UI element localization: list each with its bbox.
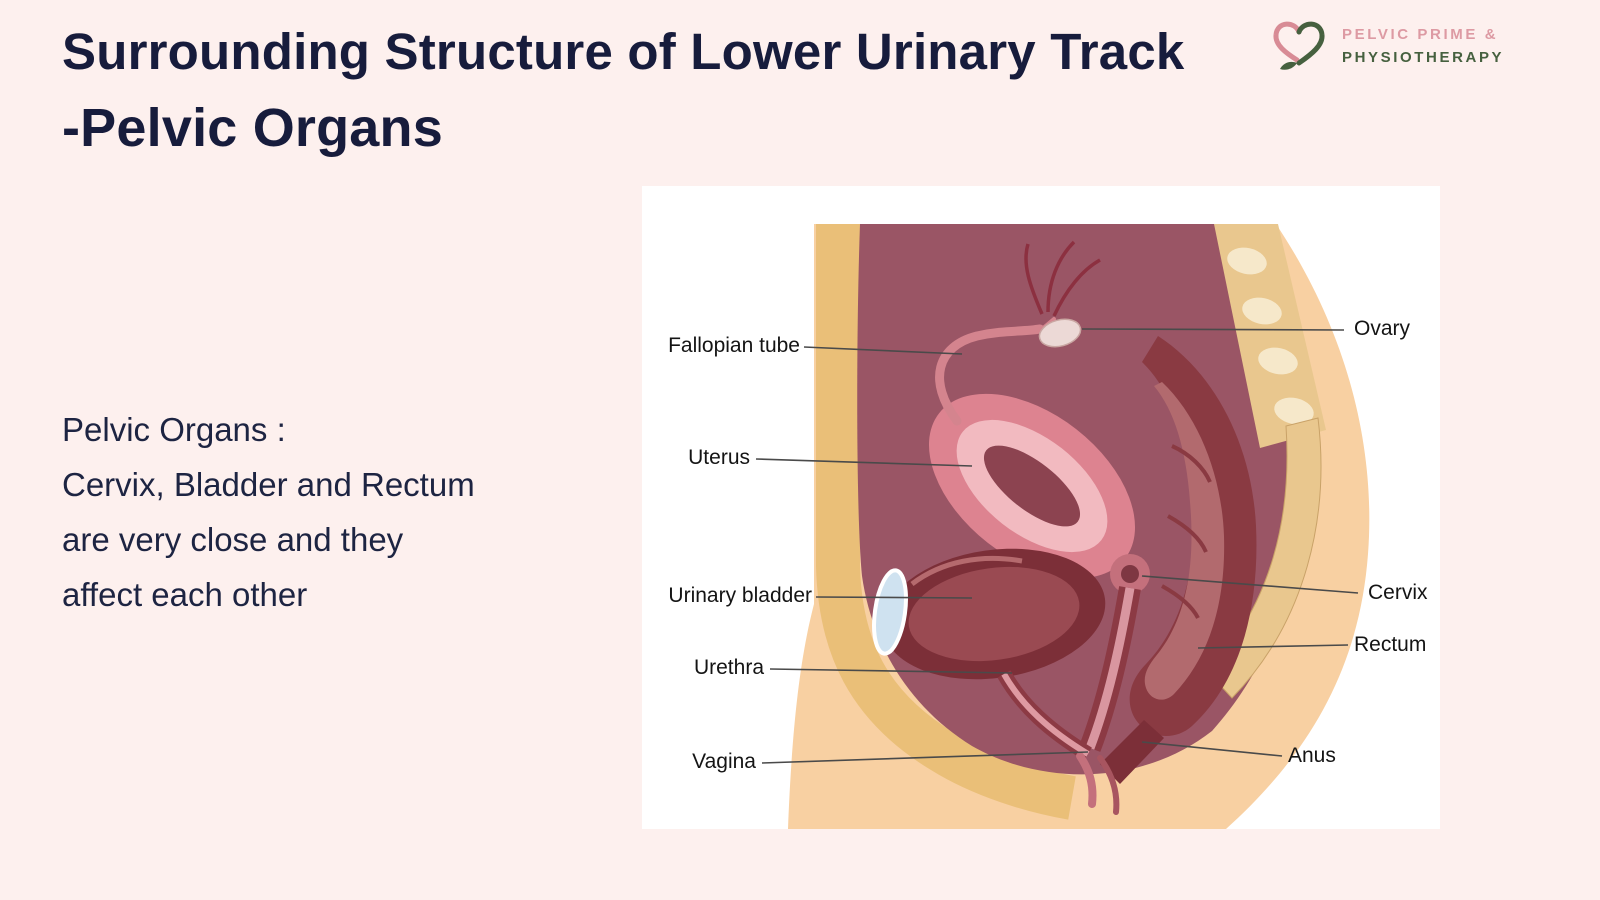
label-urethra: Urethra (693, 656, 764, 679)
anatomy-diagram-panel: Fallopian tube Uterus Urinary bladder Ur… (642, 186, 1440, 829)
body-line: affect each other (62, 576, 308, 613)
body-line: Cervix, Bladder and Rectum (62, 466, 475, 503)
brand-name: PELVIC PRIME & PHYSIOTHERAPY (1342, 23, 1504, 70)
spine-column (1214, 224, 1326, 448)
uterus-shape (928, 393, 1136, 579)
label-fallopian-tube: Fallopian tube (668, 334, 800, 357)
heart-logo-icon (1273, 21, 1325, 70)
anus-shape (1100, 720, 1164, 784)
brand-name-line1: PELVIC PRIME & (1342, 25, 1499, 43)
label-cervix: Cervix (1368, 581, 1428, 604)
label-urinary-bladder: Urinary bladder (668, 584, 812, 607)
body-line: Pelvic Organs : (62, 411, 286, 448)
ovary-shape (1038, 318, 1082, 348)
label-uterus: Uterus (688, 446, 750, 469)
label-vagina: Vagina (692, 750, 756, 773)
leader-lines (755, 328, 1359, 764)
title-block: Surrounding Structure of Lower Urinary T… (62, 22, 1184, 159)
label-ovary: Ovary (1354, 317, 1411, 340)
abdominal-wall-band (816, 224, 1076, 820)
body-line: are very close and they (62, 521, 404, 558)
page-title: Surrounding Structure of Lower Urinary T… (62, 23, 1185, 80)
brand-name-line2: PHYSIOTHERAPY (1342, 49, 1505, 66)
fallopian-tube-shape (935, 324, 1045, 426)
pelvic-anatomy-illustration (642, 186, 1440, 829)
label-rectum: Rectum (1354, 633, 1427, 656)
bladder-shape (882, 548, 1106, 680)
brand-logo: PELVIC PRIME & PHYSIOTHERAPY (1266, 18, 1504, 74)
label-anus: Anus (1288, 744, 1336, 767)
pubic-symphysis-shape (872, 568, 908, 656)
page-subtitle: -Pelvic Organs (62, 98, 443, 158)
rectum-shape (1129, 336, 1257, 737)
body-paragraph: Pelvic Organs : Cervix, Bladder and Rect… (62, 402, 475, 622)
